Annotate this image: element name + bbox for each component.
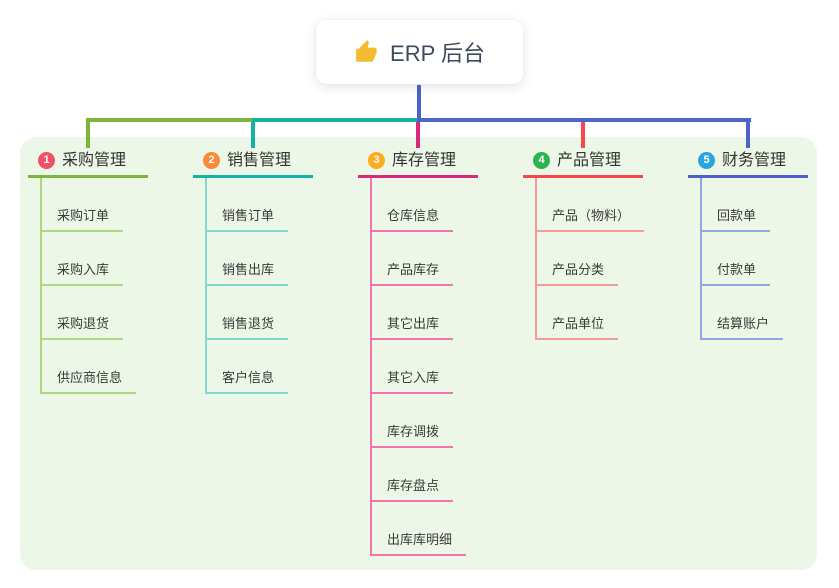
- thumbs-up-icon: [354, 39, 380, 65]
- connector-bus-right: [417, 118, 751, 122]
- branch-column: 3 库存管理 仓库信息产品库存其它出库其它入库库存调拨库存盘点出库库明细: [358, 145, 523, 556]
- root-node[interactable]: ERP 后台: [316, 20, 523, 84]
- branch-node[interactable]: 5 财务管理: [688, 145, 808, 178]
- child-node-label: 仓库信息: [387, 208, 440, 223]
- branch-number-badge: 1: [38, 152, 55, 169]
- branches-panel: [20, 137, 817, 570]
- branch-children: 采购订单采购入库采购退货供应商信息: [40, 178, 193, 394]
- connector-branch-drop: [251, 118, 255, 148]
- child-node[interactable]: 结算账户: [700, 286, 784, 340]
- child-node[interactable]: 付款单: [700, 232, 771, 286]
- branch-child-connector: [40, 178, 42, 392]
- child-node-label: 产品（物料）: [552, 208, 631, 223]
- branch-children: 销售订单销售出库销售退货客户信息: [205, 178, 358, 394]
- child-node[interactable]: 回款单: [700, 178, 771, 232]
- branch-column: 5 财务管理 回款单付款单结算账户: [688, 145, 839, 340]
- child-node[interactable]: 其它出库: [370, 286, 454, 340]
- child-node-label: 付款单: [717, 262, 757, 277]
- branch-label: 库存管理: [392, 152, 457, 169]
- child-node-label: 销售订单: [222, 208, 275, 223]
- child-node-label: 销售退货: [222, 316, 275, 331]
- child-node[interactable]: 销售退货: [205, 286, 289, 340]
- child-node[interactable]: 供应商信息: [40, 340, 137, 394]
- branch-node[interactable]: 3 库存管理: [358, 145, 478, 178]
- child-node[interactable]: 库存调拨: [370, 394, 454, 448]
- branch-number-badge: 4: [533, 152, 550, 169]
- branch-column: 1 采购管理 采购订单采购入库采购退货供应商信息: [28, 145, 193, 394]
- child-node-label: 客户信息: [222, 370, 275, 385]
- connector-bus-left: [86, 118, 252, 122]
- branch-child-connector: [370, 178, 372, 554]
- connector-bus-middle: [252, 118, 417, 122]
- child-node[interactable]: 库存盘点: [370, 448, 454, 502]
- branch-child-connector: [700, 178, 702, 338]
- child-node[interactable]: 产品单位: [535, 286, 619, 340]
- child-node-label: 产品单位: [552, 316, 605, 331]
- child-node-label: 采购入库: [57, 262, 110, 277]
- branch-children: 回款单付款单结算账户: [700, 178, 839, 340]
- child-node[interactable]: 销售出库: [205, 232, 289, 286]
- branch-number-badge: 2: [203, 152, 220, 169]
- child-node-label: 结算账户: [717, 316, 770, 331]
- child-node-label: 产品库存: [387, 262, 440, 277]
- branch-children: 产品（物料） 产品分类产品单位: [535, 178, 688, 340]
- child-node[interactable]: 出库库明细: [370, 502, 467, 556]
- child-node-label: 其它入库: [387, 370, 440, 385]
- branch-child-connector: [535, 178, 537, 338]
- connector-root-drop: [417, 85, 421, 122]
- child-node[interactable]: 产品库存: [370, 232, 454, 286]
- child-node[interactable]: 采购入库: [40, 232, 124, 286]
- child-node-label: 库存调拨: [387, 424, 440, 439]
- connector-branch-drop: [416, 118, 420, 148]
- child-node-label: 采购退货: [57, 316, 110, 331]
- root-node-label: ERP 后台: [390, 41, 485, 66]
- branch-label: 销售管理: [227, 152, 292, 169]
- child-node-label: 供应商信息: [57, 370, 123, 385]
- branch-node[interactable]: 1 采购管理: [28, 145, 148, 178]
- child-node[interactable]: 产品分类: [535, 232, 619, 286]
- connector-branch-drop: [581, 118, 585, 148]
- branch-label: 产品管理: [557, 152, 622, 169]
- child-node[interactable]: 其它入库: [370, 340, 454, 394]
- child-node-label: 产品分类: [552, 262, 605, 277]
- branch-children: 仓库信息产品库存其它出库其它入库库存调拨库存盘点出库库明细: [370, 178, 523, 556]
- connector-branch-drop: [86, 118, 90, 148]
- child-node-label: 库存盘点: [387, 478, 440, 493]
- connector-branch-drop: [746, 118, 750, 148]
- branch-column: 4 产品管理 产品（物料） 产品分类产品单位: [523, 145, 688, 340]
- child-node[interactable]: 仓库信息: [370, 178, 454, 232]
- child-node-label: 出库库明细: [387, 532, 453, 547]
- child-node-label: 销售出库: [222, 262, 275, 277]
- branch-label: 采购管理: [62, 152, 127, 169]
- child-node[interactable]: 采购退货: [40, 286, 124, 340]
- child-node-label: 其它出库: [387, 316, 440, 331]
- branch-number-badge: 3: [368, 152, 385, 169]
- child-node[interactable]: 客户信息: [205, 340, 289, 394]
- child-node-label: 采购订单: [57, 208, 110, 223]
- child-node[interactable]: 采购订单: [40, 178, 124, 232]
- child-node-label: 回款单: [717, 208, 757, 223]
- branch-node[interactable]: 4 产品管理: [523, 145, 643, 178]
- branch-number-badge: 5: [698, 152, 715, 169]
- branch-child-connector: [205, 178, 207, 392]
- child-node[interactable]: 产品（物料）: [535, 178, 645, 232]
- branch-node[interactable]: 2 销售管理: [193, 145, 313, 178]
- child-node[interactable]: 销售订单: [205, 178, 289, 232]
- branch-column: 2 销售管理 销售订单销售出库销售退货客户信息: [193, 145, 358, 394]
- branch-label: 财务管理: [722, 152, 787, 169]
